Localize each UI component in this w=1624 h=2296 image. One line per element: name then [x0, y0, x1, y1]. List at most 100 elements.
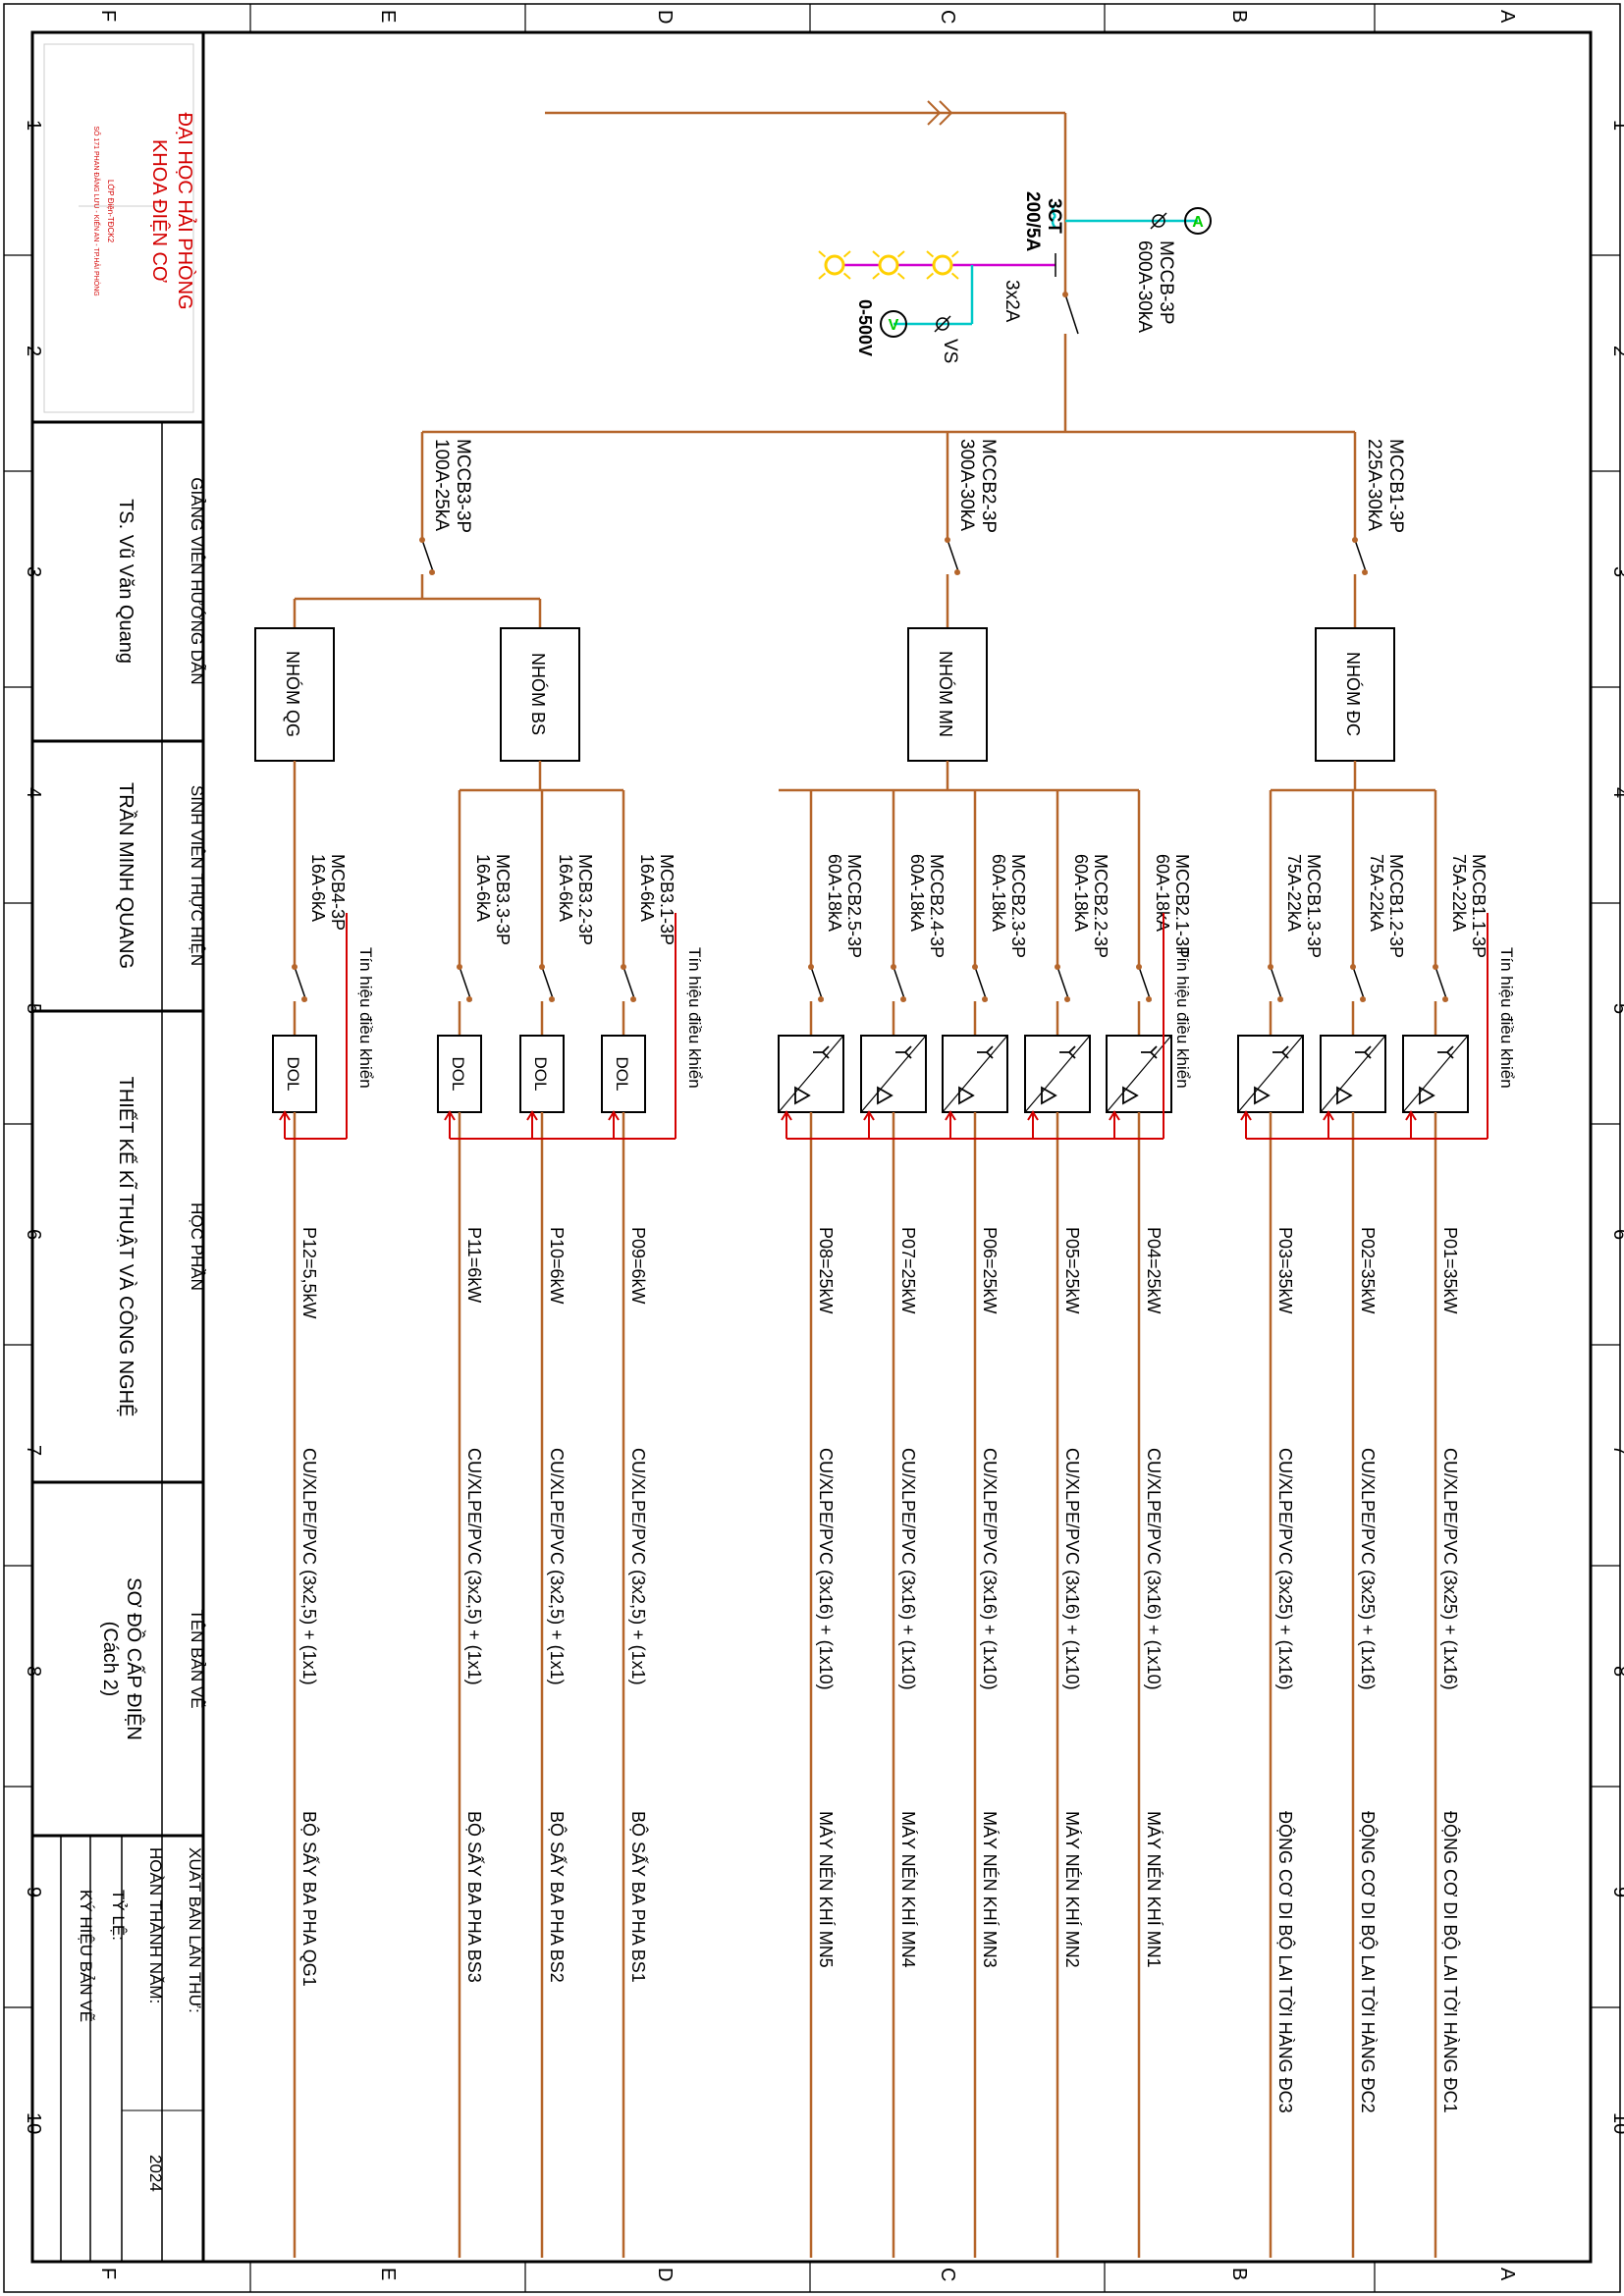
col-letter-bottom: B: [1228, 2268, 1250, 2280]
breaker-contact: [1064, 996, 1070, 1002]
row-number-left: 2: [23, 346, 44, 356]
vs-contact-icon: [936, 317, 949, 331]
feeder-cable-spec: CU/XLPE/PVC (3x2,5) + (1x1): [547, 1448, 567, 1685]
feeder-breaker-rating: 60A-18kA: [1071, 854, 1091, 932]
feeder-cable-spec: CU/XLPE/PVC (3x2,5) + (1x1): [628, 1448, 648, 1685]
feeder-breaker-rating: 60A-18kA: [907, 854, 927, 932]
lamp-ray: [926, 272, 935, 280]
voltmeter-symbol: V: [889, 317, 899, 334]
row-number-right: 1: [1609, 120, 1624, 131]
breaker-contact: [1352, 537, 1358, 543]
drawing-name: SƠ ĐỒ CẤP ĐIỆN: [123, 1577, 146, 1740]
signal-arrow-icon: [1109, 1110, 1120, 1121]
lamp-ray: [842, 272, 851, 280]
feeder-cable-spec: CU/XLPE/PVC (3x25) + (1x16): [1275, 1448, 1295, 1690]
breaker-contact: [954, 569, 960, 575]
col-letter-bottom: A: [1496, 2268, 1518, 2281]
signal-arrow-icon: [444, 1110, 456, 1121]
feeder-power: P01=35kW: [1440, 1227, 1460, 1314]
breaker-contact: [900, 996, 906, 1002]
starter-diagonal: [860, 1035, 927, 1113]
breaker-blade: [541, 966, 555, 1002]
breaker-contact: [1277, 996, 1283, 1002]
feeder-power: P07=25kW: [898, 1227, 918, 1314]
drawing-sub: (Cách 2): [99, 1622, 121, 1697]
control-signal-label: Tín hiệu điều khiển: [356, 947, 375, 1089]
feeder-load: ĐỘNG CƠ DI BỘ LAI TỜI HÀNG ĐC3: [1275, 1811, 1296, 2113]
row-number-left: 1: [23, 120, 44, 131]
delta-symbol-icon: [958, 1086, 975, 1105]
starter-diagonal: [1024, 1035, 1091, 1113]
frame-grid-ticks: [4, 4, 1620, 2292]
breaker-blade: [810, 966, 824, 1002]
breaker-contact: [1062, 292, 1068, 297]
group-breaker-label: MCCB1-3P: [1385, 439, 1406, 533]
year-value: 2024: [146, 2155, 165, 2192]
group-name: NHÓM ĐC: [1343, 652, 1364, 736]
breaker-contact: [630, 996, 636, 1002]
group-breaker-rating: 225A-30kA: [1364, 439, 1384, 531]
lamp-ray: [842, 250, 851, 258]
breaker-blade: [893, 966, 906, 1002]
pilot-lamp-icon: [878, 254, 899, 276]
feeder-breaker-rating: 16A-6kA: [556, 854, 575, 922]
breaker-blade: [1138, 966, 1152, 1002]
col-letter-bottom: F: [97, 2268, 119, 2279]
group-box: [500, 627, 580, 762]
group-box: [1315, 627, 1395, 762]
group-name: NHÓM QG: [283, 651, 303, 737]
feeder-cable-spec: CU/XLPE/PVC (3x2,5) + (1x1): [299, 1448, 319, 1685]
row-number-left: 3: [23, 566, 44, 577]
group-breaker-label: MCCB3-3P: [453, 439, 473, 533]
breaker-contact: [457, 964, 462, 970]
feeder-breaker-label: MCB3.3-3P: [493, 854, 513, 945]
student-label: SINH VIÊN THỰC HIỆN: [188, 785, 206, 966]
feeder-breaker-label: MCCB2.4-3P: [927, 854, 947, 958]
feeder-load: MÁY NÉN KHÍ MN4: [898, 1811, 918, 1968]
feeder-breaker-rating: 60A-18kA: [825, 854, 844, 932]
col-letter-bottom: C: [937, 2268, 958, 2281]
starter-diagonal: [942, 1035, 1008, 1113]
ct-coil-icon: [1051, 203, 1056, 229]
starter-diagonal: [1237, 1035, 1304, 1113]
row-number-left: 9: [23, 1887, 44, 1897]
breaker-contact: [1360, 996, 1366, 1002]
breaker-contact: [1146, 996, 1152, 1002]
feeder-breaker-rating: 16A-6kA: [637, 854, 657, 922]
feeder-power: P10=6kW: [547, 1227, 567, 1305]
breaker-blade: [1064, 294, 1079, 335]
group-name: NHÓM BS: [528, 653, 549, 735]
feeder-load: BỘ SẤY BA PHA BS2: [547, 1811, 568, 1983]
breaker-contact: [808, 964, 814, 970]
delta-symbol-icon: [877, 1086, 893, 1105]
feeder-breaker-label: MCCB1.2-3P: [1386, 854, 1406, 958]
feeder-load: ĐỘNG CƠ DI BỘ LAI TỜI HÀNG ĐC2: [1358, 1811, 1379, 2113]
breaker-contact: [539, 964, 545, 970]
breaker-contact: [818, 996, 824, 1002]
lamp-ray: [872, 250, 881, 258]
lamp-ray: [896, 272, 905, 280]
starter-diagonal: [1320, 1035, 1386, 1113]
breaker-blade: [421, 539, 435, 575]
feeder-breaker-label: MCCB2.3-3P: [1008, 854, 1028, 958]
feeder-power: P05=25kW: [1062, 1227, 1082, 1314]
col-letter-bottom: D: [654, 2268, 676, 2281]
control-signal-label: Tín hiệu điều khiển: [1173, 947, 1192, 1089]
row-number-right: 8: [1609, 1666, 1624, 1677]
address-line1: LỚP Điện-TĐCK2: [106, 180, 115, 243]
feeder-cable-spec: CU/XLPE/PVC (3x25) + (1x16): [1358, 1448, 1378, 1690]
row-number-left: 5: [23, 1003, 44, 1014]
breaker-blade: [623, 966, 636, 1002]
breaker-contact: [292, 964, 298, 970]
feeder-power: P02=35kW: [1358, 1227, 1378, 1314]
control-signal-label: Tín hiệu điều khiển: [1497, 947, 1516, 1089]
main-breaker-label: MCCB-3P: [1156, 240, 1176, 325]
feeder-breaker-rating: 75A-22kA: [1367, 854, 1386, 932]
breaker-blade: [974, 966, 988, 1002]
